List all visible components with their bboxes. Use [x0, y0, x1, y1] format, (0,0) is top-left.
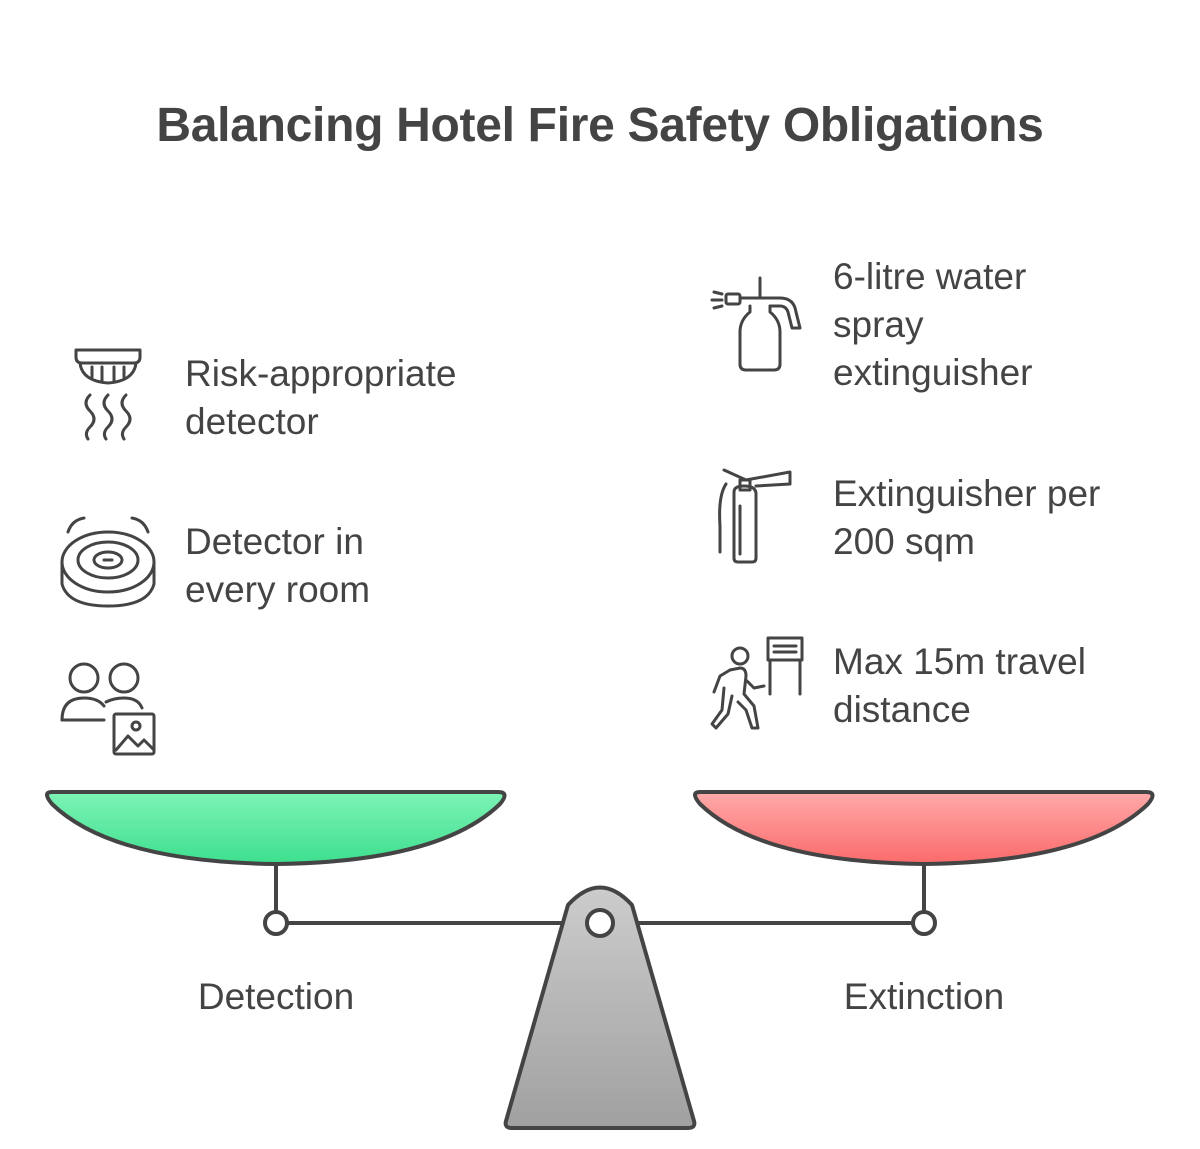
right-pan	[693, 790, 1155, 866]
left-pivot	[263, 910, 289, 936]
spray-bottle-icon	[710, 276, 804, 372]
item-max-travel-distance: Max 15m travel distance	[833, 641, 1086, 730]
fulcrum-pivot	[585, 908, 615, 938]
smoke-detector-icon	[70, 345, 146, 445]
item-detector-every-room: Detector in every room	[185, 521, 371, 610]
left-pan	[45, 790, 507, 866]
page-title: Balancing Hotel Fire Safety Obligations	[156, 99, 1044, 152]
people-image-icon	[58, 660, 158, 758]
fulcrum	[503, 885, 697, 1130]
item-extinguisher-per-200sqm: Extinguisher per 200 sqm	[833, 473, 1101, 562]
item-risk-appropriate-detector: Risk-appropriate detector	[185, 353, 457, 442]
detection-label: Detection	[197, 976, 355, 1017]
walking-exit-icon	[706, 636, 806, 734]
right-pivot	[911, 910, 937, 936]
ceiling-detector-icon	[58, 514, 158, 610]
item-water-spray-extinguisher: 6-litre water spray extinguisher	[833, 256, 1033, 393]
extinction-label: Extinction	[843, 976, 1005, 1017]
fire-extinguisher-icon	[716, 466, 796, 566]
